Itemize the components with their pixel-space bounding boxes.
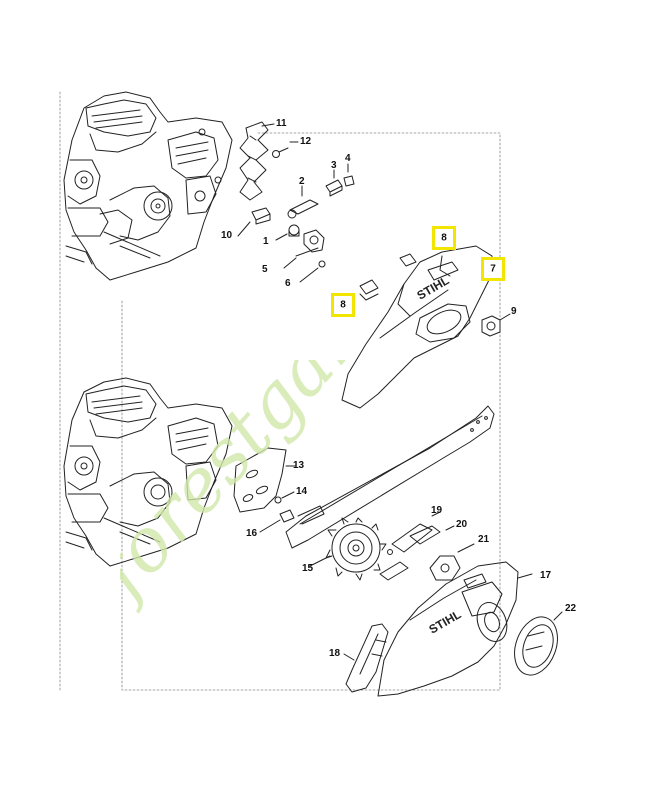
- part-1-tensioner: [275, 224, 300, 241]
- callout-16: 16: [246, 528, 258, 539]
- callout-19: 19: [431, 505, 443, 516]
- part-3-clip: [325, 169, 343, 197]
- part-18-chain-catcher: [343, 623, 389, 693]
- powerhead-bottom: [63, 377, 233, 567]
- callout-20: 20: [456, 519, 468, 530]
- part-19-plate: [379, 511, 441, 581]
- part-21-nut: [429, 543, 475, 581]
- part-6-screw: [299, 260, 326, 283]
- part-15-sprocket: [309, 517, 387, 581]
- assembly-frame: [59, 91, 501, 691]
- callout-14: 14: [296, 486, 308, 497]
- callout-7-highlight: 7: [481, 257, 505, 281]
- callout-21: 21: [478, 534, 490, 545]
- part-4-cap: [343, 163, 355, 187]
- powerhead-top: [63, 91, 233, 281]
- callout-22: 22: [565, 603, 577, 614]
- guide-bar: [285, 405, 495, 549]
- callout-2: 2: [299, 176, 305, 187]
- callout-18: 18: [329, 648, 341, 659]
- part-10-buffer: [237, 207, 271, 237]
- callout-5: 5: [262, 264, 268, 275]
- callout-4: 4: [345, 153, 351, 164]
- callout-10: 10: [221, 230, 233, 241]
- callout-8-highlight-left: 8: [331, 293, 355, 317]
- part-17-sprocket-cover-bottom: STIHL: [377, 561, 533, 697]
- callout-12: 12: [300, 136, 312, 147]
- part-13-guide-plate: [233, 447, 297, 513]
- callout-6: 6: [285, 278, 291, 289]
- callout-15: 15: [302, 563, 314, 574]
- part-2-bolt: [287, 185, 319, 219]
- callout-3: 3: [331, 160, 337, 171]
- callout-13: 13: [293, 460, 305, 471]
- callout-8-highlight-top: 8: [432, 226, 456, 250]
- part-7-sprocket-cover-top: STIHL: [341, 245, 493, 409]
- part-11-catcher-plate: [239, 121, 275, 201]
- callout-9: 9: [511, 306, 517, 317]
- part-22-cap: [514, 611, 563, 676]
- callout-17: 17: [540, 570, 552, 581]
- part-9-nut: [481, 313, 511, 337]
- part-5-adjuster: [283, 229, 325, 269]
- part-12-screw: [272, 141, 299, 158]
- part-14-screw: [274, 491, 295, 504]
- brand-logo-bottom: STIHL: [427, 607, 464, 636]
- callout-1: 1: [263, 236, 269, 247]
- callout-11: 11: [276, 118, 287, 129]
- part-20-washer: [409, 525, 455, 545]
- part-16-collar: [259, 509, 295, 533]
